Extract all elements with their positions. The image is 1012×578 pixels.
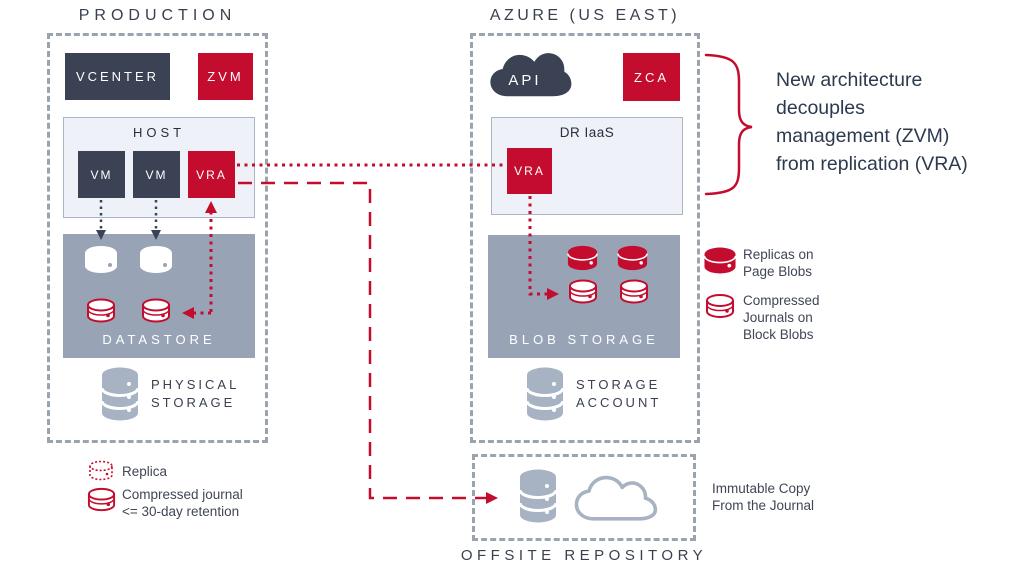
page-blob-cylinder-icon — [616, 244, 649, 272]
vm-node-2: VM — [133, 151, 180, 198]
storage-stack-icon — [525, 366, 565, 422]
storage-stack-icon — [100, 366, 140, 422]
blob-storage-label: BLOB STORAGE — [509, 332, 659, 347]
page-blob-cylinder-icon — [702, 246, 738, 275]
disk-cylinder-icon — [138, 245, 174, 275]
dr-iaas-label: DR IaaS — [559, 125, 615, 140]
vm-node-1: VM — [78, 151, 125, 198]
production-vra-node: VRA — [188, 151, 235, 198]
vra-label: VRA — [196, 167, 227, 182]
azure-vra-node: VRA — [507, 148, 552, 194]
journal-cylinder-icon — [86, 487, 117, 513]
journal-cylinder-icon — [85, 298, 117, 324]
storage-account: STORAGE ACCOUNT — [525, 366, 661, 422]
journal-legend-label: Compressed journal <= 30-day retention — [122, 487, 243, 519]
azure-title: AZURE (US EAST) — [489, 7, 681, 24]
production-title: PRODUCTION — [78, 7, 237, 24]
offsite-cloud-icon — [570, 474, 660, 526]
storage-account-label: STORAGE ACCOUNT — [576, 377, 662, 410]
physical-storage-label: PHYSICAL STORAGE — [151, 377, 240, 410]
journal-cylinder-icon — [140, 298, 172, 324]
journal-cylinder-icon — [704, 293, 736, 320]
vm-label: VM — [145, 167, 168, 182]
zvm-label: ZVM — [207, 69, 244, 84]
vcenter-label: VCENTER — [75, 69, 160, 84]
disk-cylinder-icon — [83, 245, 119, 275]
physical-storage: PHYSICAL STORAGE — [100, 366, 239, 422]
datastore-label: DATASTORE — [102, 332, 216, 347]
decouples-note: New architecture decouples management (Z… — [776, 69, 968, 175]
journals-legend-label: Compressed Journals on Block Blobs — [743, 293, 820, 342]
journal-cylinder-icon — [567, 279, 599, 305]
api-label: API — [508, 72, 542, 89]
zca-node: ZCA — [623, 53, 680, 101]
brace — [704, 53, 753, 196]
vm-label: VM — [90, 167, 113, 182]
journal-cylinder-icon — [618, 279, 650, 305]
api-cloud: API — [486, 46, 574, 106]
replica-legend-label: Replica — [122, 464, 168, 479]
zca-label: ZCA — [634, 69, 669, 85]
replica-dotted-cylinder-icon — [87, 460, 115, 482]
immutable-note: Immutable Copy From the Journal — [712, 481, 815, 513]
vra-to-offsite-arrow — [238, 181, 498, 504]
host-label: HOST — [132, 125, 186, 140]
replicas-legend-label: Replicas on Page Blobs — [743, 247, 814, 279]
vra-label: VRA — [514, 164, 545, 178]
api-cloud-icon — [486, 46, 574, 106]
page-blob-cylinder-icon — [566, 244, 599, 272]
offsite-title: OFFSITE REPOSITORY — [460, 547, 708, 564]
vcenter-node: VCENTER — [65, 53, 170, 100]
zvm-node: ZVM — [198, 53, 253, 100]
offsite-storage-stack-icon — [518, 468, 558, 524]
